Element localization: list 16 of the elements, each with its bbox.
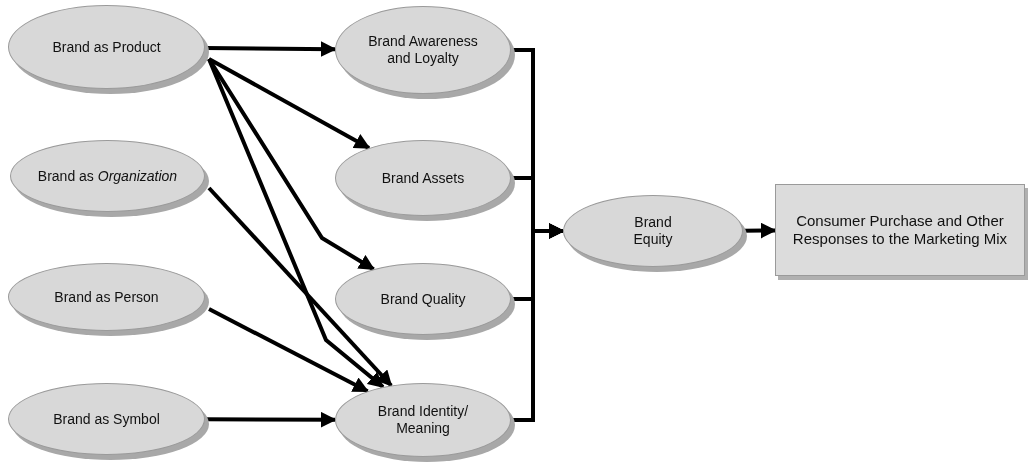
arrow [207, 186, 393, 387]
node-label: Brand as Symbol [53, 410, 160, 428]
arrow [208, 57, 371, 150]
node-label: Brand Assets [381, 169, 465, 187]
node-label: Brand Awareness and Loyalty [367, 33, 479, 67]
node-label: Consumer Purchase and Other Responses to the Marketing Mix [791, 212, 1009, 248]
node-label: Brand as Organization [37, 167, 178, 185]
arrow [205, 411, 337, 428]
arrow [743, 222, 777, 239]
node-label: Brand as Person [54, 288, 159, 306]
node-label: Brand Quality [380, 290, 466, 308]
arrow [208, 307, 369, 394]
node-label: Brand as Product [52, 38, 161, 56]
arrow [207, 58, 385, 389]
node-label: Brand Equity [632, 214, 674, 248]
node-label: Brand Identity/ Meaning [376, 403, 470, 437]
